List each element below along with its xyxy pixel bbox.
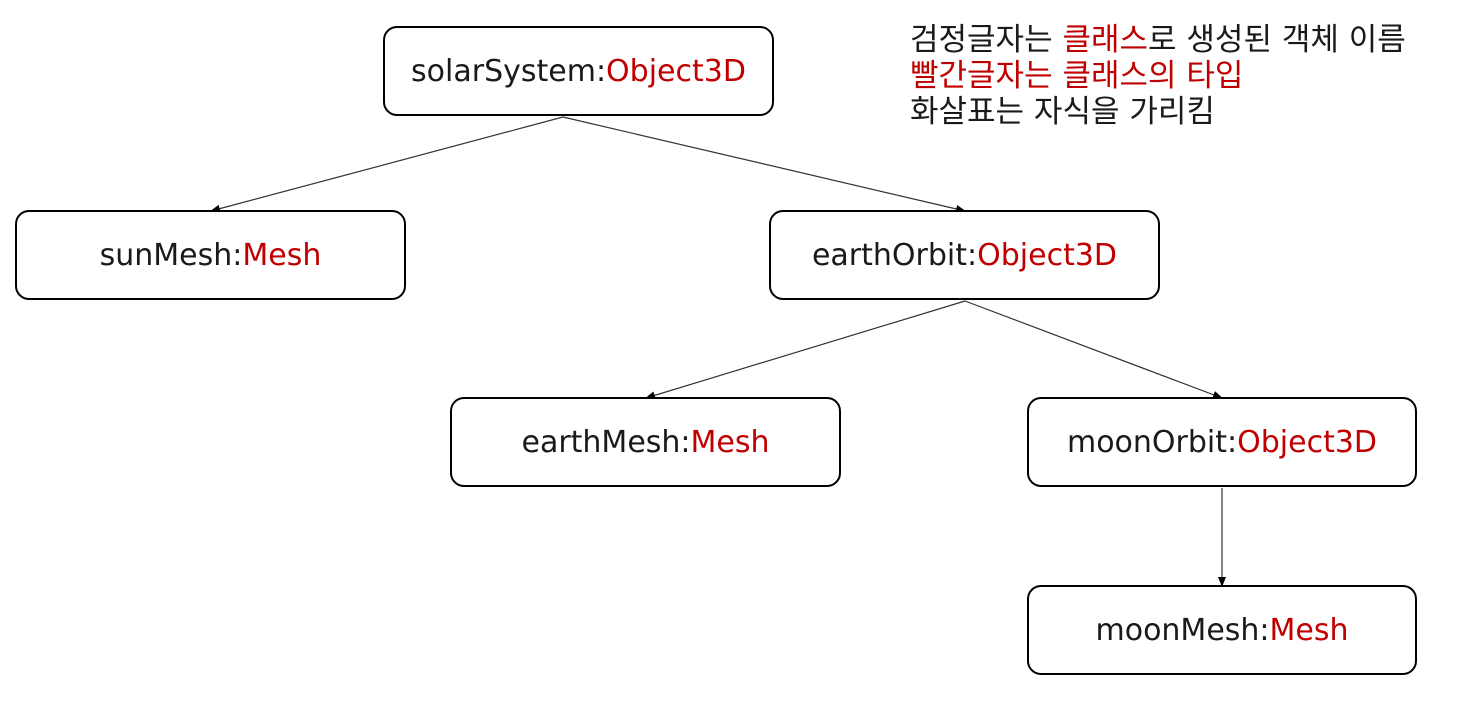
node-name: moonOrbit: <box>1066 424 1238 460</box>
node-type: Mesh <box>242 237 322 273</box>
node-type: Object3D <box>1237 424 1378 460</box>
edge-solarSystem-sunMesh <box>210 116 564 213</box>
node-earthMesh: earthMesh: Mesh <box>450 397 841 487</box>
node-name: earthOrbit: <box>811 237 978 273</box>
edge-earthOrbit-earthMesh <box>645 300 966 400</box>
node-type: Object3D <box>606 53 746 89</box>
legend-text: 로 생성된 객체 이름 <box>1148 22 1406 58</box>
legend-line-2: 빨간글자는 클래스의 타입 <box>910 58 1244 94</box>
node-type: Object3D <box>977 237 1118 273</box>
edge-earthOrbit-moonOrbit <box>964 300 1223 399</box>
node-earthOrbit: earthOrbit: Object3D <box>769 210 1160 300</box>
node-type: Mesh <box>1269 612 1349 648</box>
node-sunMesh: sunMesh: Mesh <box>15 210 406 300</box>
node-solarSystem: solarSystem: Object3D <box>383 26 774 116</box>
legend: 검정글자는 클래스로 생성된 객체 이름 빨간글자는 클래스의 타입 화살표는 … <box>910 22 1406 130</box>
node-moonMesh: moonMesh: Mesh <box>1027 585 1417 675</box>
legend-text-red: 클래스 <box>1062 22 1149 58</box>
node-moonOrbit: moonOrbit: Object3D <box>1027 397 1417 487</box>
node-name: sunMesh: <box>99 237 243 273</box>
legend-line-3: 화살표는 자식을 가리킴 <box>910 94 1215 130</box>
legend-line-1: 검정글자는 클래스로 생성된 객체 이름 <box>910 22 1406 58</box>
node-name: solarSystem: <box>411 53 607 89</box>
node-name: moonMesh: <box>1095 612 1270 648</box>
node-name: earthMesh: <box>521 424 691 460</box>
node-type: Mesh <box>690 424 770 460</box>
edge-solarSystem-earthOrbit <box>562 116 966 213</box>
legend-text: 검정글자는 <box>910 22 1063 58</box>
